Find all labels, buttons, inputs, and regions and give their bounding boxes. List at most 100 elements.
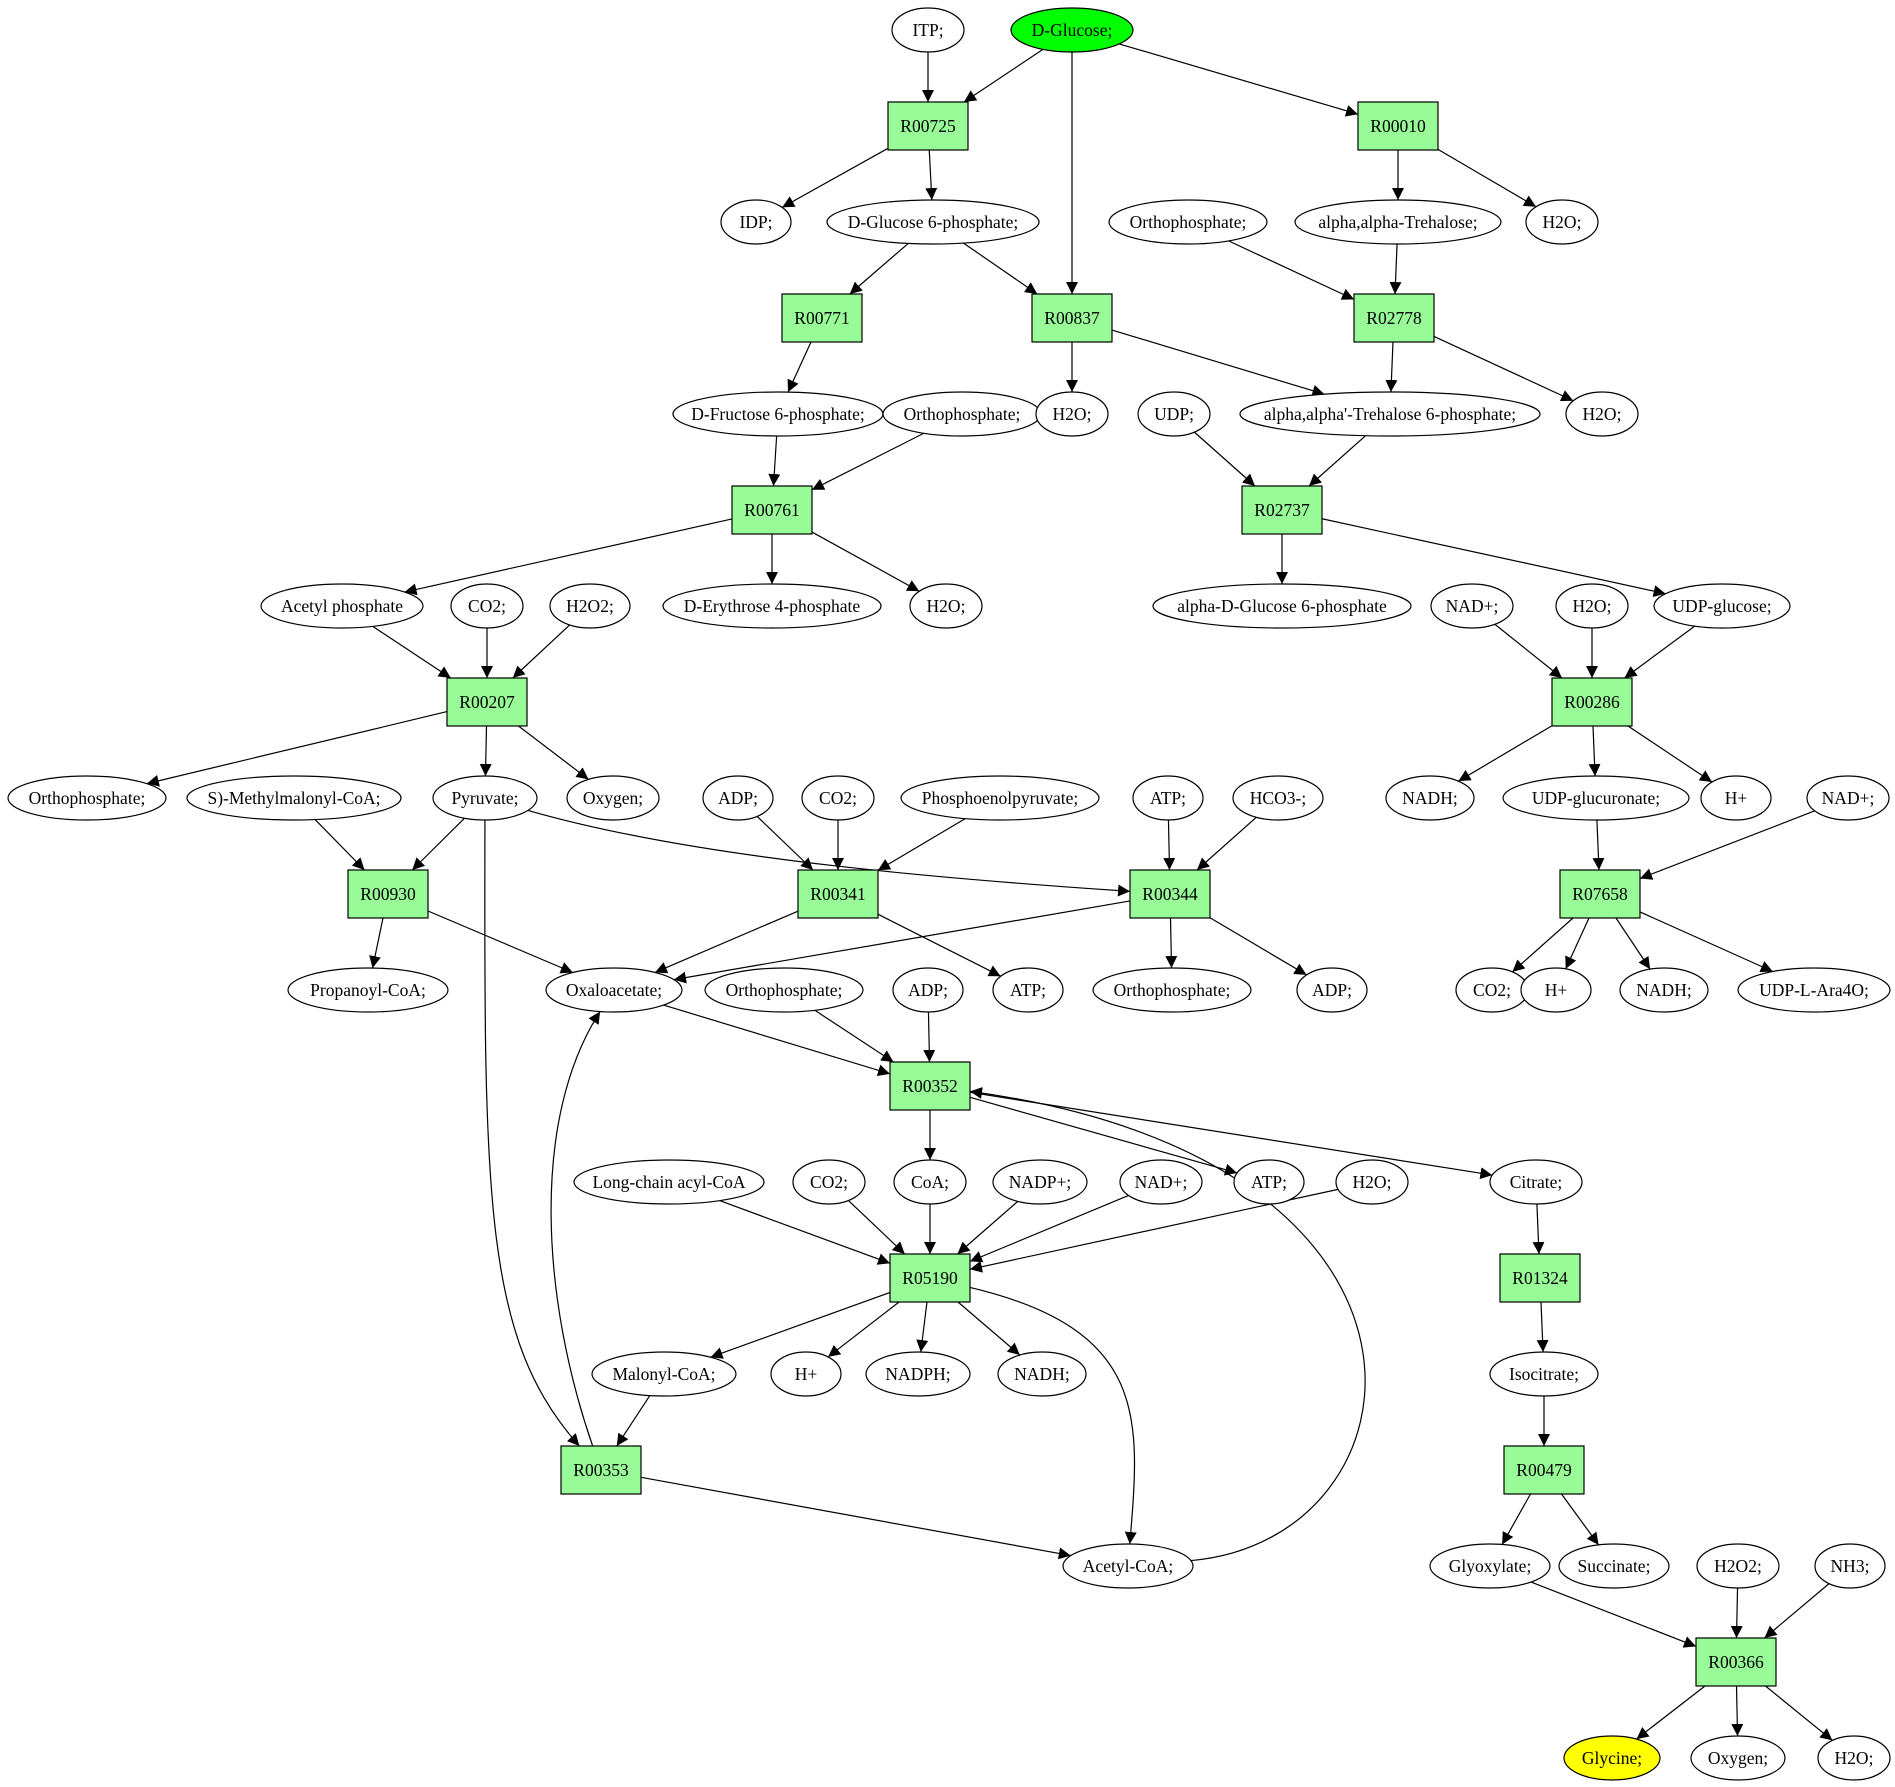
compound-ellipse: [892, 967, 964, 1013]
compound-node-c-oaa[interactable]: Oxaloacetate;: [545, 967, 683, 1013]
compound-node-c-idp[interactable]: IDP;: [720, 199, 792, 245]
compound-node-c-tre6p[interactable]: alpha,alpha'-Trehalose 6-phosphate;: [1239, 391, 1541, 437]
compound-node-c-nadh-b[interactable]: NADH;: [1619, 967, 1709, 1013]
reaction-box: [446, 677, 528, 727]
reaction-node-r00725[interactable]: R00725: [887, 101, 969, 151]
compound-ellipse: [1294, 199, 1502, 245]
compound-node-c-atp-b[interactable]: ATP;: [992, 967, 1064, 1013]
compound-node-c-co2-b[interactable]: CO2;: [801, 775, 875, 821]
compound-node-c-lcacoa[interactable]: Long-chain acyl-CoA: [573, 1159, 765, 1205]
reaction-node-r02778[interactable]: R02778: [1353, 293, 1435, 343]
compound-node-c-co2-c[interactable]: CO2;: [1455, 967, 1529, 1013]
compound-node-c-oxy-b[interactable]: Oxygen;: [1690, 1735, 1786, 1781]
compound-node-c-isocit[interactable]: Isocitrate;: [1489, 1351, 1599, 1397]
compound-node-c-trehalose[interactable]: alpha,alpha-Trehalose;: [1294, 199, 1502, 245]
compound-node-c-coa[interactable]: CoA;: [893, 1159, 967, 1205]
compound-node-c-h2o-b[interactable]: H2O;: [1035, 391, 1109, 437]
compound-node-c-ortho1[interactable]: Orthophosphate;: [1108, 199, 1268, 245]
compound-node-c-oxy-a[interactable]: Oxygen;: [566, 775, 660, 821]
compound-node-c-adg6p[interactable]: alpha-D-Glucose 6-phosphate: [1152, 583, 1412, 629]
compound-node-c-succ[interactable]: Succinate;: [1558, 1543, 1670, 1589]
compound-node-c-nadp[interactable]: NADP+;: [992, 1159, 1088, 1205]
compound-node-c-glyox[interactable]: Glyoxylate;: [1429, 1543, 1551, 1589]
compound-node-c-udp[interactable]: UDP;: [1137, 391, 1211, 437]
compound-node-c-propcoa[interactable]: Propanoyl-CoA;: [287, 967, 449, 1013]
compound-node-c-pep[interactable]: Phosphoenolpyruvate;: [900, 775, 1100, 821]
reaction-node-r00010[interactable]: R00010: [1357, 101, 1439, 151]
reaction-node-r00366[interactable]: R00366: [1695, 1637, 1777, 1687]
compound-node-c-udpglcua[interactable]: UDP-glucuronate;: [1502, 775, 1690, 821]
reaction-node-r00344[interactable]: R00344: [1129, 869, 1211, 919]
compound-node-c-udpara[interactable]: UDP-L-Ara4O;: [1737, 967, 1891, 1013]
compound-node-c-h2o-e[interactable]: H2O;: [1555, 583, 1629, 629]
compound-node-c-h2o2-b[interactable]: H2O2;: [1696, 1543, 1780, 1589]
compound-node-c-pyr[interactable]: Pyruvate;: [432, 775, 538, 821]
compound-node-c-malcoa[interactable]: Malonyl-CoA;: [591, 1351, 737, 1397]
reaction-node-r00761[interactable]: R00761: [731, 485, 813, 535]
compound-node-c-e4p[interactable]: D-Erythrose 4-phosphate: [662, 583, 882, 629]
compound-node-c-adp-b[interactable]: ADP;: [892, 967, 964, 1013]
node-label: R00352: [902, 1076, 957, 1096]
compound-node-c-co2-d[interactable]: CO2;: [792, 1159, 866, 1205]
edge-r00479-to-c-glyox: [1501, 1493, 1532, 1545]
node-label: Acetyl phosphate: [281, 596, 403, 616]
compound-node-c-h2o-a[interactable]: H2O;: [1525, 199, 1599, 245]
compound-node-c-acp[interactable]: Acetyl phosphate: [260, 583, 424, 629]
reaction-node-r00207[interactable]: R00207: [446, 677, 528, 727]
compound-node-c-h2o-g[interactable]: H2O;: [1817, 1735, 1891, 1781]
reaction-node-r00352[interactable]: R00352: [889, 1061, 971, 1111]
compound-node-c-nad-c[interactable]: NAD+;: [1119, 1159, 1203, 1205]
compound-node-c-atp-a[interactable]: ATP;: [1132, 775, 1204, 821]
reaction-node-r00286[interactable]: R00286: [1551, 677, 1633, 727]
compound-node-c-nad-b[interactable]: NAD+;: [1806, 775, 1890, 821]
compound-node-c-h2o-f[interactable]: H2O;: [1335, 1159, 1409, 1205]
compound-node-c-hplus-a[interactable]: H+: [1700, 775, 1772, 821]
compound-node-c-citrate[interactable]: Citrate;: [1489, 1159, 1583, 1205]
compound-node-c-adp-c[interactable]: ADP;: [1296, 967, 1368, 1013]
compound-node-c-adp-a[interactable]: ADP;: [702, 775, 774, 821]
edge-r00353-to-c-accoa: [640, 1476, 1071, 1560]
compound-node-c-hplus-b[interactable]: H+: [1520, 967, 1592, 1013]
reaction-node-r00930[interactable]: R00930: [347, 869, 429, 919]
compound-node-c-co2-a[interactable]: CO2;: [450, 583, 524, 629]
compound-node-c-ortho2[interactable]: Orthophosphate;: [882, 391, 1042, 437]
compound-node-c-hplus-c[interactable]: H+: [770, 1351, 842, 1397]
reaction-node-r00771[interactable]: R00771: [781, 293, 863, 343]
compound-node-c-h2o-d[interactable]: H2O;: [909, 583, 983, 629]
compound-node-c-ortho3[interactable]: Orthophosphate;: [7, 775, 167, 821]
reaction-node-r00341[interactable]: R00341: [797, 869, 879, 919]
compound-node-c-nadh-c[interactable]: NADH;: [997, 1351, 1087, 1397]
compound-node-c-smmcoa[interactable]: S)-Methylmalonyl-CoA;: [186, 775, 402, 821]
compound-node-c-h2o2-a[interactable]: H2O2;: [549, 583, 631, 629]
compound-node-c-udpglc[interactable]: UDP-glucose;: [1653, 583, 1791, 629]
node-label: R00837: [1044, 308, 1100, 328]
compound-node-c-nh3[interactable]: NH3;: [1814, 1543, 1886, 1589]
compound-node-c-nad-a[interactable]: NAD+;: [1430, 583, 1514, 629]
compound-node-c-hco3[interactable]: HCO3-;: [1232, 775, 1324, 821]
compound-node-c-f6p[interactable]: D-Fructose 6-phosphate;: [672, 391, 884, 437]
compound-node-c-dglucose[interactable]: D-Glucose;: [1010, 7, 1134, 53]
compound-node-c-nadph[interactable]: NADPH;: [865, 1351, 971, 1397]
reaction-box: [1353, 293, 1435, 343]
reaction-node-r05190[interactable]: R05190: [889, 1253, 971, 1303]
compound-node-c-accoa[interactable]: Acetyl-CoA;: [1062, 1543, 1194, 1589]
compound-node-c-ortho5[interactable]: Orthophosphate;: [1092, 967, 1252, 1013]
reaction-node-r02737[interactable]: R02737: [1241, 485, 1323, 535]
reaction-node-r00353[interactable]: R00353: [560, 1445, 642, 1495]
edge-r00761-to-c-acp: [404, 518, 733, 596]
compound-node-c-ortho4[interactable]: Orthophosphate;: [704, 967, 864, 1013]
edge-c-pyr-to-r00344: [527, 809, 1131, 897]
compound-node-c-glycine[interactable]: Glycine;: [1563, 1735, 1661, 1781]
compound-node-c-nadh-a[interactable]: NADH;: [1385, 775, 1475, 821]
compound-node-c-atp-c[interactable]: ATP;: [1233, 1159, 1305, 1205]
compound-node-c-h2o-c[interactable]: H2O;: [1565, 391, 1639, 437]
reaction-node-r07658[interactable]: R07658: [1559, 869, 1641, 919]
compound-ellipse: [549, 583, 631, 629]
reaction-node-r01324[interactable]: R01324: [1499, 1253, 1581, 1303]
compound-node-c-itp[interactable]: ITP;: [891, 7, 965, 53]
node-label: Citrate;: [1510, 1172, 1562, 1192]
compound-node-c-g6p[interactable]: D-Glucose 6-phosphate;: [826, 199, 1040, 245]
node-label: Malonyl-CoA;: [612, 1364, 715, 1384]
reaction-node-r00837[interactable]: R00837: [1031, 293, 1113, 343]
reaction-node-r00479[interactable]: R00479: [1503, 1445, 1585, 1495]
